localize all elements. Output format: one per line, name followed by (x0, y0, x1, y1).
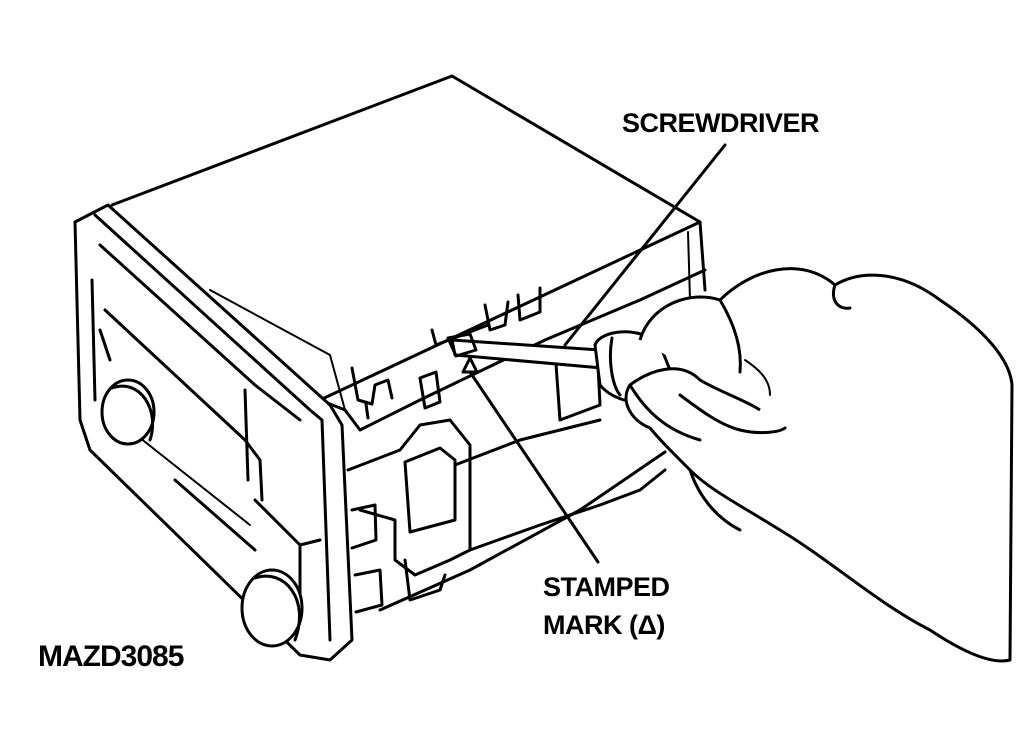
unit-right-side (378, 450, 667, 612)
stamped-mark-triangle (461, 356, 479, 374)
hand-outline (624, 267, 1014, 663)
left-knob-lower (240, 568, 304, 648)
stamped-mark-leader-line (468, 370, 600, 564)
side-notch (350, 366, 394, 406)
radio-unit (93, 74, 707, 612)
stamped-mark-label-line2: MARK (Δ) (543, 610, 665, 640)
screwdriver-leader-line (563, 143, 727, 347)
left-knob-upper (100, 378, 156, 446)
front-faceplate (73, 203, 384, 662)
unit-rear-edge (698, 220, 707, 292)
unit-top-panel (110, 74, 702, 402)
figure-code-label: MAZD3085 (38, 640, 184, 673)
screwdriver-label: SCREWDRIVER (622, 108, 820, 138)
stamped-mark-label-line1: STAMPED (543, 572, 670, 602)
faceplate-frame (73, 203, 354, 662)
hand (624, 267, 1014, 663)
